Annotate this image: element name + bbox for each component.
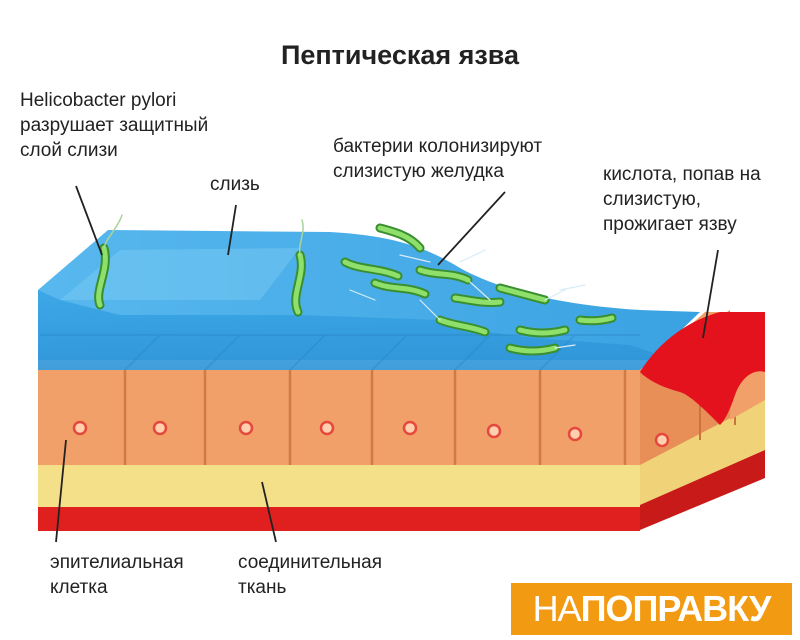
label-helicobacter-line: слой слизи: [20, 140, 118, 161]
label-helicobacter: Helicobacter pylori разрушает защитный с…: [20, 88, 208, 163]
label-connective-line: соединительная: [238, 552, 382, 573]
label-mucus-line: слизь: [210, 174, 260, 195]
label-epithelial-line: клетка: [50, 577, 108, 598]
mucus-layer: [38, 230, 700, 371]
leader-epithelial: [55, 439, 67, 543]
leader-mucus: [227, 204, 237, 256]
epithelial-layer: [38, 370, 670, 465]
base-front: [38, 507, 640, 531]
label-epithelial-cell: эпителиальная клетка: [50, 550, 184, 600]
connective-front: [38, 465, 640, 507]
logo-part-1: НА: [532, 588, 582, 629]
leader-helicobacter: [75, 185, 103, 256]
diagram-title: Пептическая язва: [280, 40, 520, 70]
cell-nuclei: [72, 420, 670, 448]
label-connective-tissue: соединительная ткань: [238, 550, 382, 600]
label-acid-line: слизистую,: [603, 189, 701, 210]
label-acid-line: прожигает язву: [603, 214, 737, 235]
mucus-cell-outlines: [40, 334, 640, 371]
bacteria-colony: [340, 223, 617, 356]
label-epithelial-line: эпителиальная: [50, 552, 184, 573]
mucus-front: [38, 290, 660, 370]
label-helicobacter-line: Helicobacter pylori: [20, 90, 177, 111]
label-bacteria-line: бактерии колонизируют: [333, 136, 543, 157]
cells-front: [38, 370, 640, 465]
leader-lines: [55, 185, 719, 543]
label-acid: кислота, попав на слизистую, прожигает я…: [603, 162, 761, 237]
leader-acid: [702, 249, 719, 339]
leader-connective: [261, 481, 277, 543]
label-mucus: слизь: [210, 172, 260, 197]
logo-part-2: ПОПРАВКУ: [580, 588, 772, 629]
side-connective: [640, 400, 765, 510]
connective-tissue-layer: [38, 465, 640, 531]
side-base: [640, 450, 765, 530]
leader-bacteria: [437, 191, 506, 266]
ulcer-burn: [640, 312, 765, 425]
label-acid-line: кислота, попав на: [603, 164, 761, 185]
label-bacteria: бактерии колонизируют слизистую желудка: [333, 134, 542, 184]
helicobacter-bacteria: [94, 214, 617, 356]
label-connective-line: ткань: [238, 577, 287, 598]
cell-dividers: [123, 370, 627, 465]
mucus-highlight: [60, 248, 300, 300]
label-bacteria-line: слизистую желудка: [333, 161, 504, 182]
label-helicobacter-line: разрушает защитный: [20, 115, 209, 136]
